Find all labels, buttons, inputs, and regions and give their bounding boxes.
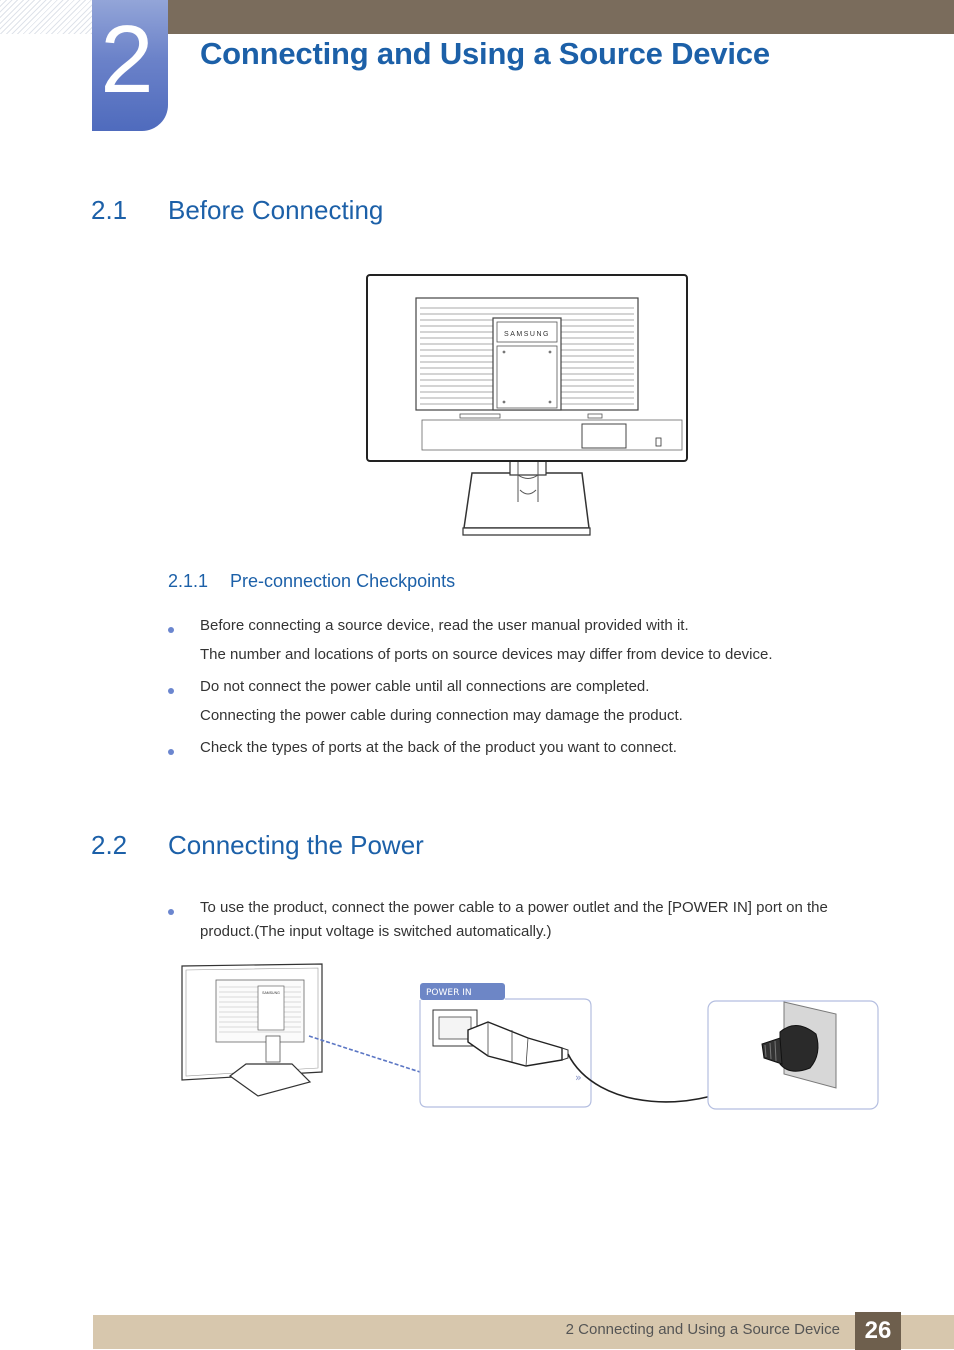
chapter-tab: 2 <box>92 0 168 131</box>
small-monitor-brand-logo: SAMSUNG <box>262 991 280 995</box>
power-instruction-line: product.(The input voltage is switched a… <box>200 923 552 940</box>
power-in-label: POWER IN <box>426 988 472 998</box>
subsection-number: 2.1.1 <box>168 571 209 591</box>
section-number: 2.1 <box>91 195 128 225</box>
checkpoint-item: Do not connect the power cable until all… <box>200 678 650 695</box>
page-number: 26 <box>855 1312 901 1350</box>
monitor-back-illustration: SAMSUNG <box>366 274 688 536</box>
footer-chapter-title: 2 Connecting and Using a Source Device <box>565 1321 840 1338</box>
footer-bar <box>93 1315 954 1349</box>
header-bar <box>168 0 954 34</box>
section-number: 2.2 <box>91 830 128 860</box>
checkpoint-item: Before connecting a source device, read … <box>200 617 689 634</box>
svg-text:»: » <box>575 1071 582 1084</box>
power-instruction-line: To use the product, connect the power ca… <box>200 899 828 916</box>
checkpoint-item: Check the types of ports at the back of … <box>200 739 677 756</box>
bullet-dot <box>168 909 174 915</box>
chapter-number: 2 <box>100 6 154 113</box>
chapter-title: Connecting and Using a Source Device <box>200 36 770 71</box>
checkpoint-note: Connecting the power cable during connec… <box>200 707 683 724</box>
header-hatch-decoration <box>0 0 92 34</box>
bullet-dot <box>168 749 174 755</box>
section-title: Connecting the Power <box>168 830 424 860</box>
monitor-brand-logo: SAMSUNG <box>504 331 550 338</box>
power-connection-illustration: SAMSUNG POWER IN » » <box>181 963 879 1110</box>
subsection-title: Pre-connection Checkpoints <box>230 571 456 591</box>
bullet-dot <box>168 627 174 633</box>
bullet-dot <box>168 688 174 694</box>
section-title: Before Connecting <box>168 195 384 225</box>
checkpoint-note: The number and locations of ports on sou… <box>200 646 773 663</box>
